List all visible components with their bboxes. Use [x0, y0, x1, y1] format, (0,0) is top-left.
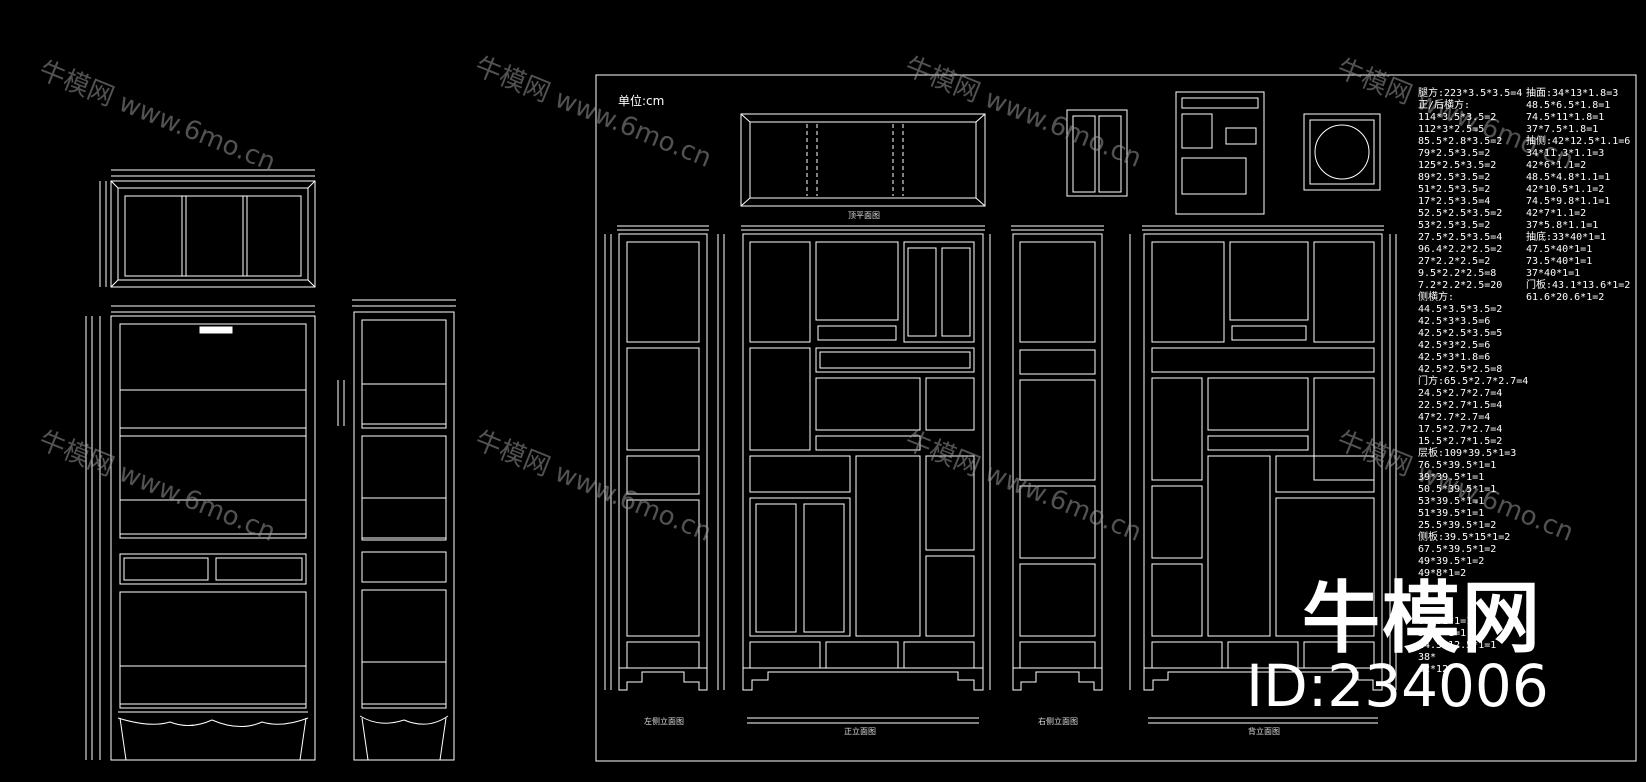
spec-line: 48.5*6.5*1.8=1: [1526, 100, 1611, 111]
right-top-plan: [740, 113, 986, 207]
spec-line: 125*2.5*3.5=2: [1418, 160, 1497, 171]
spec-line: 52.5*2.5*3.5=2: [1418, 208, 1503, 219]
spec-line: 48.5*4.8*1.1=1: [1526, 172, 1611, 183]
spec-line: 37*5.8*1.1=1: [1526, 220, 1599, 231]
spec-line: 53*2.5*3.5=2: [1418, 220, 1491, 231]
left-side-elevation: [337, 299, 456, 761]
spec-line: 42.5*3*1.8=6: [1418, 352, 1491, 363]
spec-line: 9.5*2.2*2.5=8: [1418, 268, 1497, 279]
spec-line: 51*39.5*1=1: [1418, 508, 1485, 519]
spec-line: 49*39.5*1=2: [1418, 556, 1485, 567]
right-front-elevation: [741, 225, 991, 724]
left-front-elevation: [85, 305, 316, 761]
spec-line: 22.5*2.7*1.5=4: [1418, 400, 1503, 411]
spec-line: 门板:43.1*13.6*1=2: [1526, 280, 1631, 291]
spec-line: 42*12: [1418, 664, 1449, 675]
spec-line: 50.5*39.5*1=1: [1418, 484, 1497, 495]
spec-line: 38*: [1418, 652, 1437, 663]
spec-line: 17.5*2.7*2.7=4: [1418, 424, 1503, 435]
spec-line: 42*7*1.1=2: [1526, 208, 1587, 219]
spec-line: 67*51*1=1: [1418, 616, 1473, 627]
spec-line: 侧横方:: [1418, 292, 1455, 303]
spec-line: 42*10.5*1.1=2: [1526, 184, 1605, 195]
spec-line: 96.4*2.2*2.5=2: [1418, 244, 1503, 255]
spec-line: 17*2.5*3.5=4: [1418, 196, 1491, 207]
spec-line: 25.5*39.5*1=2: [1418, 520, 1497, 531]
spec-line: 61.6*20.6*1=2: [1526, 292, 1605, 303]
spec-line: 15.5*2.7*1.5=2: [1418, 436, 1503, 447]
spec-line: 27.5*2.5*3.5=4: [1418, 232, 1503, 243]
right-left-side-elevation: [604, 225, 725, 691]
detail-panels: [1066, 91, 1381, 215]
spec-line: 42.5*2.5*3.5=5: [1418, 328, 1503, 339]
spec-line: 112*3*2.5=5: [1418, 124, 1485, 135]
spec-line: 47.5*40*1=1: [1526, 244, 1593, 255]
sheet-frame: [595, 74, 1637, 762]
brand-name: 牛模网: [1302, 574, 1543, 664]
spec-line: 53*39.5*1=1: [1418, 496, 1485, 507]
caption-back-elevation: 背立面图: [1248, 727, 1280, 736]
spec-line: 79*2.5*3.5=2: [1418, 148, 1491, 159]
spec-line: 114*3.5*3.5=2: [1418, 112, 1497, 123]
spec-line: 抽侧:42*12.5*1.1=6: [1526, 136, 1631, 147]
spec-line: 27*2.2*2.5=2: [1418, 256, 1491, 267]
spec-line: 44.5*3.5*3.5=2: [1418, 304, 1503, 315]
spec-line: 42.5*2.5*2.5=8: [1418, 364, 1503, 375]
spec-line: 24.5*2.7*2.7=4: [1418, 388, 1503, 399]
spec-line: 腿方:223*3.5*3.5=4: [1418, 88, 1523, 99]
spec-line: 85.5*2.8*3.5=2: [1418, 136, 1503, 147]
spec-line: 24.5*12.5*1=1: [1418, 640, 1497, 651]
spec-line: 49*8*1=2: [1418, 568, 1467, 579]
spec-line: 76.5*39.5*1=1: [1418, 460, 1497, 471]
brand-id: ID:234006: [1246, 652, 1549, 720]
caption-left-elevation: 左侧立面图: [644, 717, 684, 726]
caption-front-elevation: 正立面图: [844, 727, 876, 736]
spec-line: 50*8*1=1: [1418, 628, 1467, 639]
spec-line: 门方:65.5*2.7*2.7=4: [1418, 376, 1529, 387]
spec-line: 74.5*9.8*1.1=1: [1526, 196, 1611, 207]
spec-line: 47*2.7*2.7=4: [1418, 412, 1491, 423]
spec-line: 抽底:33*40*1=1: [1526, 232, 1607, 243]
right-right-side-elevation: [1011, 225, 1104, 691]
unit-label: 单位:cm: [618, 94, 665, 108]
spec-line: 37*7.5*1.8=1: [1526, 124, 1599, 135]
spec-line: 34*11.3*1.1=3: [1526, 148, 1605, 159]
caption-right-elevation: 右侧立面图: [1038, 717, 1078, 726]
spec-line: 73.5*40*1=1: [1526, 256, 1593, 267]
caption-top-plan: 顶平面图: [848, 211, 880, 220]
spec-line: 74.5*11*1.8=1: [1526, 112, 1605, 123]
spec-line: 67.5*39.5*1=2: [1418, 544, 1497, 555]
spec-line: 51*2.5*3.5=2: [1418, 184, 1491, 195]
left-top-plan: [99, 169, 316, 288]
spec-line: 89*2.5*3.5=2: [1418, 172, 1491, 183]
spec-line: 7.2*2.2*2.5=20: [1418, 280, 1503, 291]
spec-line: 42*6*1.1=2: [1526, 160, 1587, 171]
spec-line: 37*40*1=1: [1526, 268, 1581, 279]
spec-line: 39*39.5*1=1: [1418, 472, 1485, 483]
spec-line: 抽面:34*13*1.8=3: [1526, 88, 1619, 99]
spec-line: 正/后横方:: [1418, 100, 1471, 111]
spec-line: 42.5*3*2.5=6: [1418, 340, 1491, 351]
spec-line: 侧板:39.5*15*1=2: [1418, 532, 1511, 543]
spec-line: 42.5*3*3.5=6: [1418, 316, 1491, 327]
spec-line: 层板:109*39.5*1=3: [1418, 448, 1517, 459]
right-back-elevation: [1129, 225, 1397, 724]
